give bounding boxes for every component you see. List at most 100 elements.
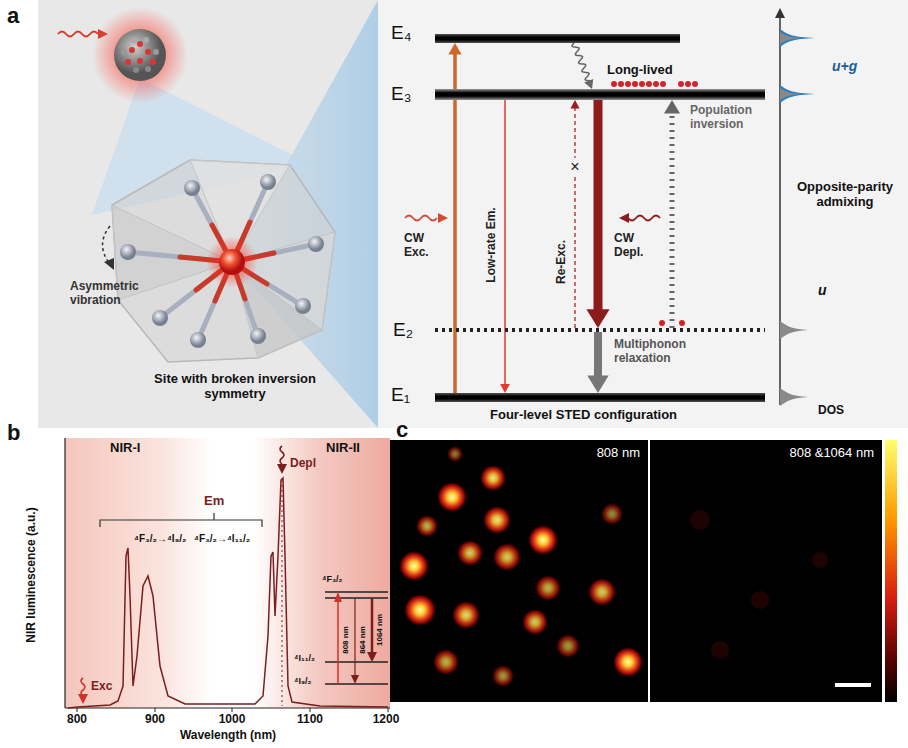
spectrum-plot bbox=[232, 708, 233, 712]
population-dots bbox=[659, 320, 665, 326]
spectrum-plot bbox=[354, 598, 355, 676]
arrow-line bbox=[594, 100, 603, 313]
parity-symbol: u bbox=[818, 282, 827, 298]
annotation: Opposite-parity admixing bbox=[788, 180, 902, 210]
microscopy-image bbox=[390, 440, 648, 702]
microscopy-image bbox=[492, 665, 514, 687]
tick-label: 1000 bbox=[219, 713, 246, 727]
transition-arrow bbox=[570, 100, 579, 328]
axis-title: NIR luminescence (a.u.) bbox=[25, 507, 39, 642]
nanoparticle bbox=[133, 67, 139, 73]
panel-letter: c bbox=[396, 417, 408, 442]
energy-level: E₃Long-lived bbox=[435, 89, 765, 100]
population-dots bbox=[618, 81, 624, 87]
microscopy-image bbox=[399, 446, 643, 687]
arrow-head bbox=[584, 79, 593, 89]
transition-arrow bbox=[500, 100, 510, 393]
spectrum-plot bbox=[371, 598, 374, 653]
spectrum-plot bbox=[351, 675, 359, 684]
excitation-photon bbox=[628, 216, 660, 221]
density-of-states bbox=[780, 88, 800, 100]
coordination-polyhedron bbox=[103, 226, 111, 264]
nanoparticle bbox=[121, 49, 127, 55]
density-of-states bbox=[780, 388, 808, 406]
coordination-polyhedron bbox=[104, 258, 114, 270]
level-label: E₃ bbox=[391, 83, 411, 105]
energy-level: E₄ bbox=[435, 34, 680, 43]
arrow-head bbox=[586, 309, 609, 328]
excitation-photon bbox=[405, 216, 437, 221]
transition-label: CW Exc. bbox=[404, 232, 448, 260]
nanoparticle bbox=[129, 47, 135, 53]
level-label: E₁ bbox=[391, 384, 410, 406]
tick-label: 1200 bbox=[373, 713, 400, 727]
microscopy-image bbox=[480, 465, 506, 491]
coordination-polyhedron bbox=[308, 236, 324, 252]
excitation-photon bbox=[438, 213, 448, 223]
level-note: Long-lived bbox=[607, 63, 673, 78]
panel-a-ground bbox=[378, 0, 908, 428]
spectrum-plot bbox=[155, 708, 156, 712]
spectrum-plot bbox=[68, 478, 388, 708]
density-of-states bbox=[780, 321, 808, 339]
coordination-polyhedron bbox=[219, 249, 245, 275]
nanoparticle bbox=[92, 7, 188, 103]
tick-label: 800 bbox=[67, 713, 87, 727]
nanoparticle bbox=[125, 59, 131, 65]
microscopy-image bbox=[835, 683, 871, 687]
light-beam bbox=[92, 0, 378, 428]
coordination-polyhedron bbox=[184, 180, 200, 196]
arrow-head bbox=[448, 43, 461, 55]
microscopy-image bbox=[433, 649, 459, 675]
nanoparticle bbox=[137, 58, 143, 64]
excitation-photon bbox=[405, 213, 660, 223]
energy-level: E₁ bbox=[435, 393, 765, 402]
spectrum-plot bbox=[65, 438, 390, 708]
arrow-head bbox=[664, 100, 680, 114]
arrow-line bbox=[594, 332, 602, 379]
nanoparticle bbox=[131, 37, 137, 43]
beam-label: Em bbox=[204, 494, 224, 509]
microscopy-image bbox=[690, 510, 828, 659]
coordination-polyhedron bbox=[152, 310, 168, 326]
microscopy-image bbox=[751, 591, 769, 609]
spectrum-plot bbox=[64, 438, 65, 708]
spectrum-plot bbox=[388, 708, 389, 712]
spectrum-plot bbox=[282, 480, 283, 706]
axis-title: DOS bbox=[818, 404, 844, 418]
microscopy-image bbox=[650, 440, 882, 702]
spectrum-plot bbox=[325, 683, 388, 685]
microscopy-image bbox=[885, 440, 897, 702]
microscopy-image bbox=[556, 634, 580, 658]
caption-text: Site with broken inversion symmetry bbox=[145, 372, 325, 402]
level-label: E₂ bbox=[393, 319, 413, 341]
population-dots bbox=[692, 81, 698, 87]
coordination-polyhedron bbox=[190, 332, 206, 348]
microscopy-image bbox=[535, 575, 561, 601]
arrow-head bbox=[500, 384, 510, 393]
arrow-line bbox=[670, 111, 675, 328]
spectrum-plot bbox=[310, 708, 311, 712]
microscopy-image bbox=[457, 540, 483, 566]
coordination-polyhedron bbox=[120, 244, 136, 260]
level-label: E₄ bbox=[391, 22, 411, 44]
density-of-states bbox=[779, 16, 781, 405]
population-dots bbox=[611, 81, 617, 87]
microscopy-image bbox=[404, 594, 436, 626]
population-dots bbox=[611, 81, 698, 326]
population-dots bbox=[632, 81, 638, 87]
transition-label: ⁴F₃/₂→⁴I₁₁/₂ bbox=[194, 533, 250, 545]
microscopy-image bbox=[399, 551, 429, 581]
spectrum-plot bbox=[325, 591, 388, 593]
nanoparticle bbox=[145, 66, 151, 72]
tick-label: 1100 bbox=[297, 713, 323, 727]
arrow-line bbox=[574, 107, 575, 328]
transition-label: Multiphonon relaxation bbox=[614, 338, 706, 366]
microscopy-image bbox=[493, 543, 521, 571]
energy-level: E₂ bbox=[435, 328, 765, 332]
region-label: NIR-I bbox=[110, 441, 140, 456]
coordination-polyhedron bbox=[206, 236, 258, 288]
panel-a-ground bbox=[38, 0, 908, 428]
region-label: NIR-II bbox=[326, 441, 360, 456]
spectrum-plot bbox=[325, 597, 388, 599]
